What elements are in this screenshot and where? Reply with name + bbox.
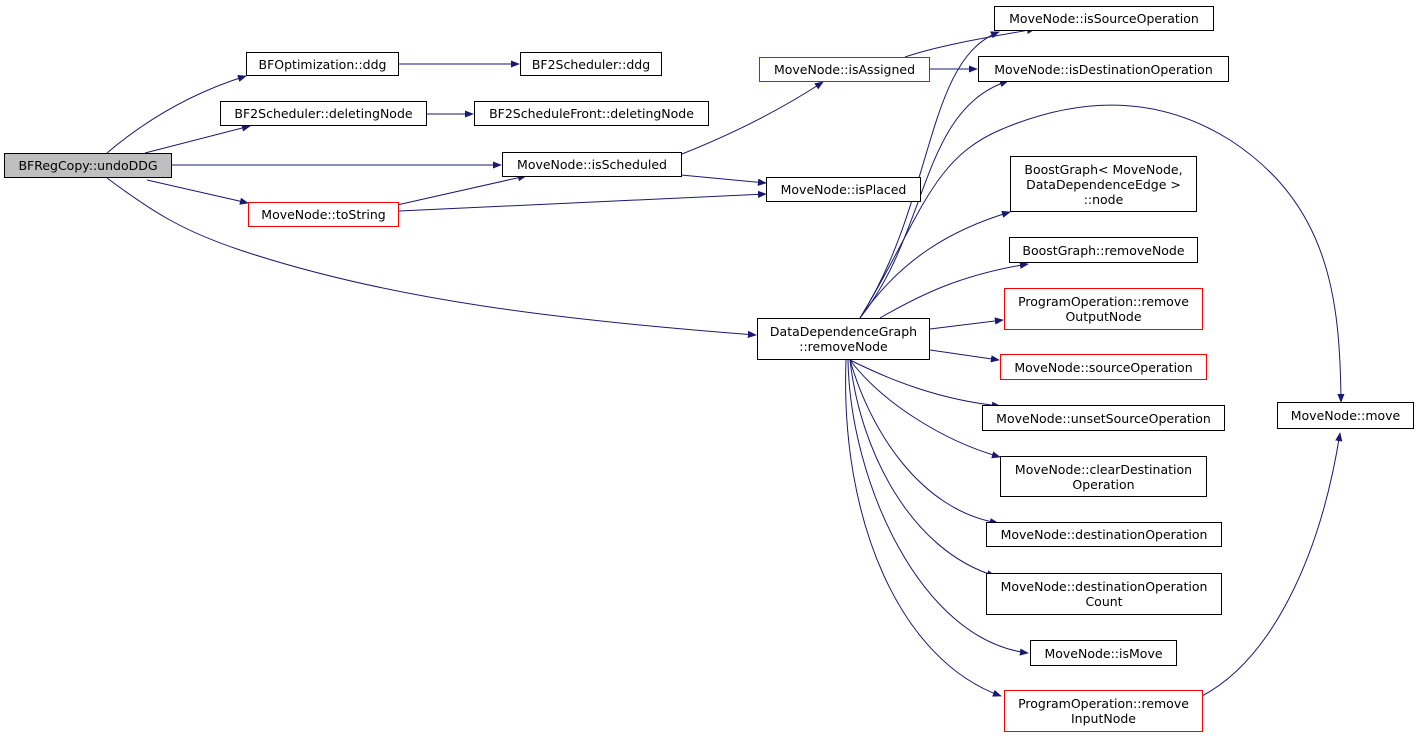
node-label: MoveNode::isMove [1044, 645, 1163, 661]
node-movenode-tostring[interactable]: MoveNode::toString [248, 202, 399, 227]
node-label: BF2Scheduler::deletingNode [234, 106, 413, 121]
node-label-line-1: MoveNode::destinationOperation [1000, 579, 1208, 594]
node-label-line-3: ::node [1083, 191, 1124, 207]
edge-root-bfopt-ddg [106, 74, 247, 154]
edge-tostring-isplaced [398, 190, 767, 212]
node-label-line-1: MoveNode::clearDestination [1014, 461, 1193, 477]
edge-isscheduled-isassigned [681, 81, 824, 155]
edge-ddg-bg-removenode [879, 261, 1029, 319]
node-movenode-move[interactable]: MoveNode::move [1277, 402, 1414, 429]
node-label-line-2: Count [1085, 594, 1123, 609]
node-label: MoveNode::toString [261, 207, 386, 222]
node-movenode-isassigned[interactable]: MoveNode::isAssigned [759, 57, 930, 82]
node-bfregcopy-undoddg: BFRegCopy::undoDDG [4, 153, 172, 178]
node-movenode-cleardestinationoperation[interactable]: MoveNode::clearDestination Operation [1000, 456, 1207, 497]
node-label: MoveNode::isDestinationOperation [994, 61, 1213, 77]
edge-ddg-ismove [847, 359, 1029, 656]
node-label: MoveNode::isScheduled [517, 157, 667, 172]
node-programoperation-removeinputnode[interactable]: ProgramOperation::remove InputNode [1004, 690, 1203, 732]
node-bf2scheduler-ddg[interactable]: BF2Scheduler::ddg [520, 52, 662, 76]
edge-isscheduled-isplaced [680, 174, 767, 186]
node-bfoptimization-ddg[interactable]: BFOptimization::ddg [246, 52, 399, 76]
edge-ddg-issourceop [859, 31, 1000, 319]
node-label-line-1: ProgramOperation::remove [1018, 294, 1189, 309]
node-label-line-2: OutputNode [1065, 309, 1142, 324]
node-label: MoveNode::destinationOperation [1000, 527, 1208, 542]
node-label-line-2: ::removeNode [799, 339, 888, 354]
node-boostgraph-node[interactable]: BoostGraph< MoveNode, DataDependenceEdge… [1010, 156, 1197, 212]
node-movenode-ismove[interactable]: MoveNode::isMove [1030, 640, 1177, 666]
node-movenode-unsetsourceoperation[interactable]: MoveNode::unsetSourceOperation [982, 405, 1225, 431]
node-label: BF2ScheduleFront::deletingNode [489, 106, 694, 121]
node-label-line-1: ProgramOperation::remove [1018, 696, 1189, 711]
node-label: BF2Scheduler::ddg [531, 56, 651, 72]
edge-ddg-po-removeoutput [929, 317, 1004, 330]
node-movenode-isdestinationoperation[interactable]: MoveNode::isDestinationOperation [978, 56, 1229, 82]
node-programoperation-removeoutputnode[interactable]: ProgramOperation::remove OutputNode [1004, 288, 1203, 330]
node-label-line-2: Operation [1072, 476, 1135, 492]
node-bf2scheduler-deletingnode[interactable]: BF2Scheduler::deletingNode [220, 101, 427, 126]
edge-ddg-bg-node [859, 210, 1011, 319]
edge-ddg-destopcount [849, 359, 996, 578]
edge-poinput-move [1201, 432, 1343, 697]
node-label: MoveNode::isAssigned [773, 62, 916, 77]
node-label: MoveNode::isSourceOperation [1009, 11, 1199, 26]
edge-root-bf2s-deleting [144, 124, 251, 154]
node-movenode-destinationoperation[interactable]: MoveNode::destinationOperation [986, 522, 1222, 547]
node-label: MoveNode::unsetSourceOperation [996, 410, 1211, 426]
edge-ddg-mn-sourceop [929, 349, 1000, 363]
node-movenode-destinationoperationcount[interactable]: MoveNode::destinationOperation Count [986, 573, 1222, 615]
node-label: BoostGraph::removeNode [1022, 242, 1185, 258]
edge-ddg-unsetsource [849, 359, 1001, 409]
edge-ddg-isdestop [859, 80, 1009, 319]
edge-ddg-po-removeinput [845, 359, 1002, 697]
edge-ddg-destop [849, 359, 999, 526]
node-datadependencegraph-removenode[interactable]: DataDependenceGraph ::removeNode [757, 318, 930, 360]
node-movenode-isplaced[interactable]: MoveNode::isPlaced [766, 177, 921, 202]
node-movenode-issourceoperation[interactable]: MoveNode::isSourceOperation [994, 6, 1214, 31]
node-label-line-1: DataDependenceGraph [769, 324, 918, 339]
node-label-line-2: InputNode [1071, 711, 1136, 726]
node-label-line-2: DataDependenceEdge > [1026, 176, 1181, 192]
node-bf2schedulefront-deletingnode[interactable]: BF2ScheduleFront::deletingNode [474, 101, 709, 126]
node-label: MoveNode::isPlaced [780, 182, 907, 197]
edge-isassigned-issourceop [904, 26, 1036, 58]
node-label-line-1: BoostGraph< MoveNode, [1024, 161, 1183, 177]
edge-ddg-cleardest [849, 359, 1001, 459]
node-label: MoveNode::move [1290, 408, 1401, 423]
node-label: MoveNode::sourceOperation [1014, 359, 1193, 375]
edge-ddg-move [859, 104, 1345, 403]
node-boostgraph-removenode[interactable]: BoostGraph::removeNode [1009, 237, 1198, 263]
node-movenode-isscheduled[interactable]: MoveNode::isScheduled [502, 152, 682, 177]
edge-tostring-isscheduled [396, 174, 527, 206]
edge-root-ddg-removenode [106, 177, 757, 338]
node-label: BFOptimization::ddg [258, 56, 387, 72]
edge-root-tostring [146, 179, 249, 205]
node-label: BFRegCopy::undoDDG [18, 158, 158, 173]
node-movenode-sourceoperation[interactable]: MoveNode::sourceOperation [1000, 354, 1207, 380]
